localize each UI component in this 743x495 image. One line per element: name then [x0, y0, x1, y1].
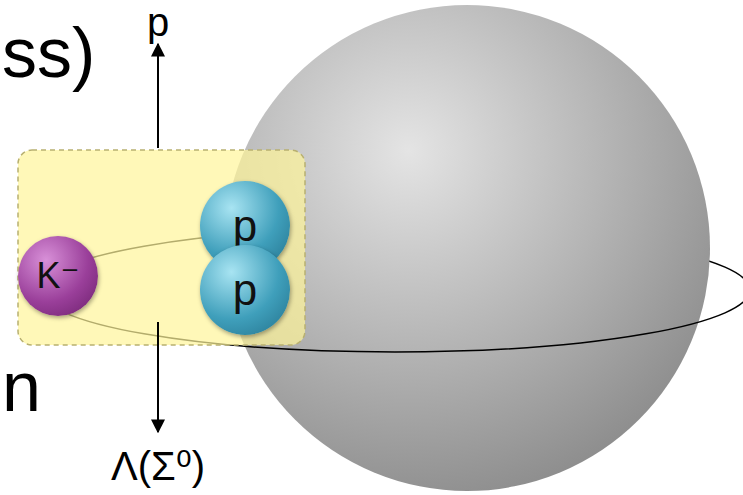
emitted-proton-label: p: [147, 2, 169, 42]
particle-name: K⁻: [36, 258, 79, 294]
emitted-hyperon-label: Λ(Σ⁰): [111, 446, 205, 486]
particle-name: p: [233, 204, 257, 248]
cluster-box: [18, 150, 305, 345]
hyperon-arrow: [157, 322, 159, 432]
proton-arrow: [157, 44, 159, 148]
slide-text-fragment: n: [2, 352, 41, 422]
slide-text-fragment: ss): [2, 18, 95, 88]
particle-name: p: [233, 268, 257, 312]
kaon-particle: K⁻: [18, 236, 98, 316]
proton-particle: p: [200, 245, 290, 335]
